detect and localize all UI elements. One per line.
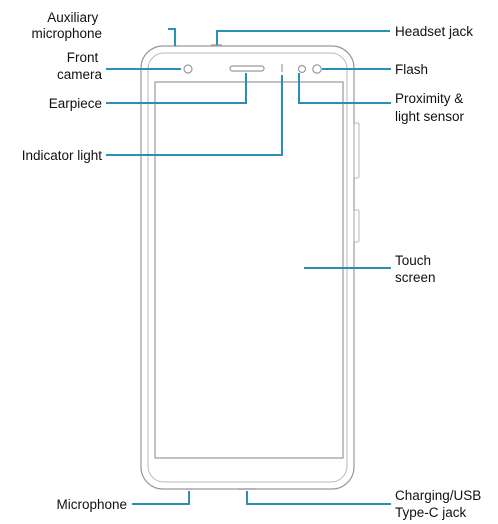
front-camera-lens (183, 64, 193, 74)
label-charging-port: Charging/USB Type-C jack (395, 488, 485, 520)
label-touch-screen: Touch screen (395, 253, 436, 285)
leader-earpiece (106, 73, 247, 104)
label-aux-mic: Auxiliary microphone (31, 10, 102, 41)
leader-microphone (132, 491, 190, 505)
touch-screen-area (154, 81, 344, 459)
label-headset-jack: Headset jack (395, 24, 473, 39)
power-button (353, 209, 360, 243)
leader-lines (106, 28, 391, 505)
earpiece-slot (229, 65, 265, 72)
leader-proximity-sensor (298, 73, 391, 104)
flash-lens (312, 64, 322, 74)
label-front-camera: Front camera (57, 50, 103, 82)
leader-charging-port (246, 491, 391, 505)
label-flash: Flash (395, 62, 428, 77)
leader-aux-mic (168, 28, 176, 46)
leader-headset-jack (216, 30, 390, 45)
label-earpiece: Earpiece (49, 96, 102, 111)
leader-indicator-light (106, 75, 283, 156)
label-proximity-sensor: Proximity & light sensor (395, 91, 467, 124)
proximity-sensor-lens (297, 64, 307, 74)
label-microphone: Microphone (56, 497, 127, 512)
volume-button (353, 122, 360, 179)
label-indicator-light: Indicator light (22, 148, 103, 163)
